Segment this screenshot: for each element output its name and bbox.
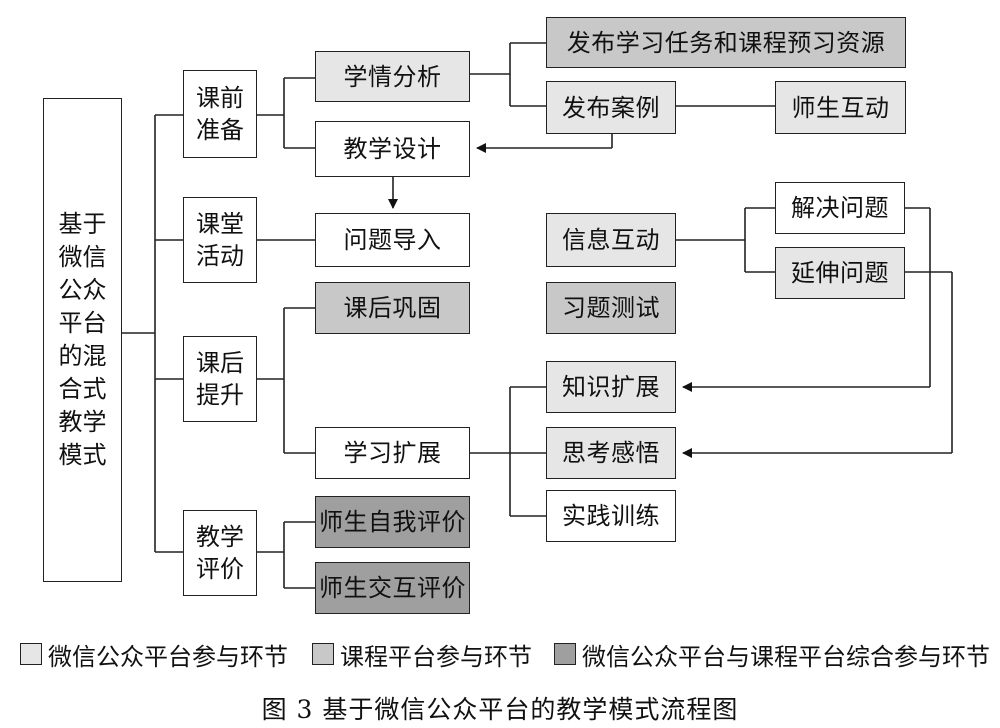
node-knowledge-extension: 知识扩展 [546, 361, 676, 413]
node-practice-training: 实践训练 [546, 490, 676, 542]
node-learning-analysis: 学情分析 [315, 51, 470, 102]
legend-course-platform: 课程平台参与环节 [312, 636, 532, 672]
node-extend-problem: 延伸问题 [775, 247, 905, 299]
figure-caption: 图 3 基于微信公众平台的教学模式流程图 [261, 695, 739, 724]
node-question-intro: 问题导入 [315, 213, 470, 267]
legend-swatch-wechat [20, 643, 42, 665]
node-solve-problem: 解决问题 [775, 182, 905, 234]
node-teacher-student-interaction: 师生互动 [775, 81, 906, 134]
node-teaching-design: 教学设计 [315, 121, 470, 177]
legend-label-course: 课程平台参与环节 [340, 642, 532, 671]
stage-post-class: 课后提升 [183, 336, 257, 422]
stage-in-class: 课堂活动 [183, 197, 257, 283]
node-info-interaction: 信息互动 [546, 213, 676, 267]
stage-evaluation: 教学评价 [183, 510, 257, 596]
node-publish-cases: 发布案例 [546, 81, 676, 134]
legend-label-combined: 微信公众平台与课程平台综合参与环节 [582, 642, 990, 671]
node-exercise-test: 习题测试 [546, 282, 676, 334]
node-publish-tasks: 发布学习任务和课程预习资源 [546, 17, 906, 68]
node-mutual-evaluation: 师生交互评价 [315, 562, 470, 614]
node-consolidation: 课后巩固 [315, 282, 470, 334]
node-reflection: 思考感悟 [546, 427, 676, 479]
stage-pre-class: 课前准备 [183, 70, 257, 158]
legend-combined: 微信公众平台与课程平台综合参与环节 [554, 636, 990, 672]
node-self-evaluation: 师生自我评价 [315, 496, 470, 548]
legend-label-wechat: 微信公众平台参与环节 [48, 642, 288, 671]
legend-swatch-combined [554, 643, 576, 665]
root-box: 基于微信公众平台的混合式教学模式 [43, 98, 122, 582]
legend-wechat: 微信公众平台参与环节 [20, 636, 288, 672]
legend-swatch-course [312, 643, 334, 665]
node-study-extension: 学习扩展 [315, 427, 470, 479]
